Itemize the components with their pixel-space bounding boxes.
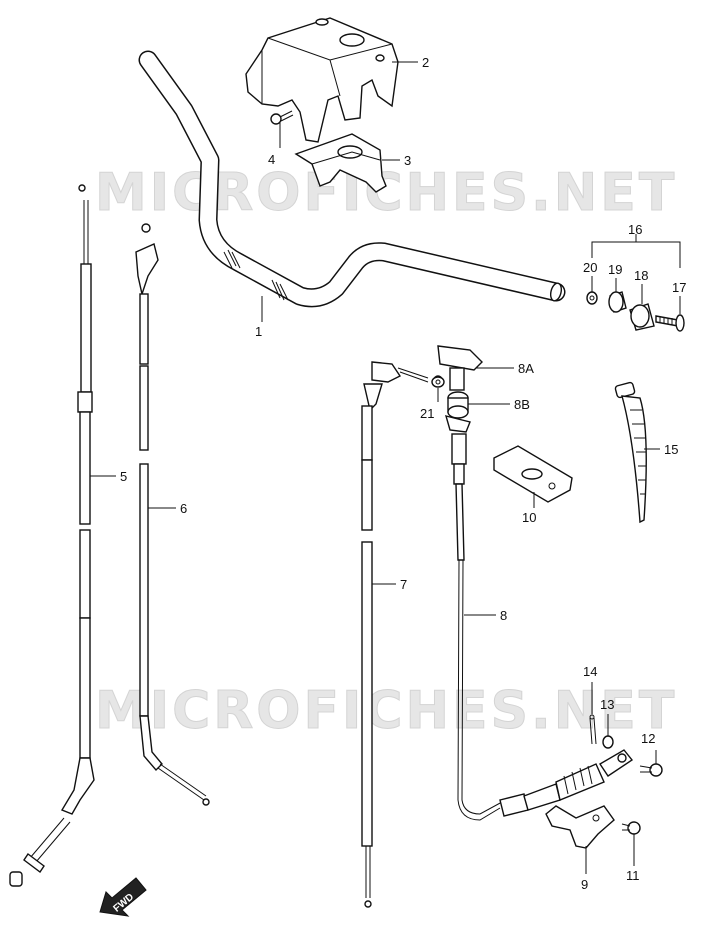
callout-11: 11 [626, 868, 640, 883]
callout-8: 8 [500, 608, 507, 623]
callout-6: 6 [180, 501, 187, 516]
callout-4: 4 [268, 152, 275, 167]
callout-5: 5 [120, 469, 127, 484]
callout-9: 9 [581, 877, 588, 892]
callout-18: 18 [634, 268, 648, 283]
callout-8A: 8A [518, 361, 534, 376]
washer-part-21[interactable] [431, 376, 445, 388]
clutch-cable-part-5[interactable] [9, 184, 95, 887]
cable-tie-part-15[interactable] [614, 381, 647, 524]
cotter-pin-part-14[interactable] [589, 714, 597, 745]
choke-cable-part-8[interactable] [444, 415, 503, 821]
choke-cable-lever-end [499, 749, 634, 817]
bolt-part-11[interactable] [621, 821, 641, 835]
bar-end-group-part-16 [591, 234, 681, 268]
handlebar-holder-part-3[interactable] [294, 133, 387, 193]
bar-end-screw-part-17[interactable] [655, 314, 685, 332]
callout-12: 12 [641, 731, 655, 746]
collar-part-19[interactable] [608, 291, 627, 313]
callout-3: 3 [404, 153, 411, 168]
callout-13: 13 [600, 697, 614, 712]
brake-cable-part-7[interactable] [361, 361, 443, 908]
callout-20: 20 [583, 260, 597, 275]
callout-7: 7 [400, 577, 407, 592]
callout-2: 2 [422, 55, 429, 70]
washer-part-13[interactable] [602, 735, 614, 749]
callout-1: 1 [255, 324, 262, 339]
bracket-part-9[interactable] [545, 805, 615, 849]
throttle-cable-part-6[interactable] [135, 223, 210, 806]
weight-part-18[interactable] [629, 303, 655, 331]
bolt-part-12[interactable] [639, 763, 663, 777]
callout-10: 10 [522, 510, 536, 525]
callout-8B: 8B [514, 397, 530, 412]
callout-14: 14 [583, 664, 597, 679]
watermark-top: MICROFICHES.NET [95, 163, 677, 223]
watermark-bottom: MICROFICHES.NET [95, 681, 677, 741]
bolt-part-4[interactable] [270, 110, 294, 125]
washer-part-20[interactable] [586, 291, 598, 305]
plate-part-10[interactable] [493, 445, 573, 503]
callout-15: 15 [664, 442, 678, 457]
handlebar-cover-part-2[interactable] [245, 17, 399, 143]
choke-knob-part-8A[interactable] [437, 345, 483, 391]
nut-part-8B[interactable] [447, 391, 469, 419]
callout-21: 21 [420, 406, 434, 421]
fwd-arrow-icon: FWD [99, 877, 147, 917]
callout-17: 17 [672, 280, 686, 295]
handlebar-part-1[interactable] [138, 50, 566, 308]
leader-lines [90, 61, 681, 874]
callout-16: 16 [628, 222, 642, 237]
callout-19: 19 [608, 262, 622, 277]
